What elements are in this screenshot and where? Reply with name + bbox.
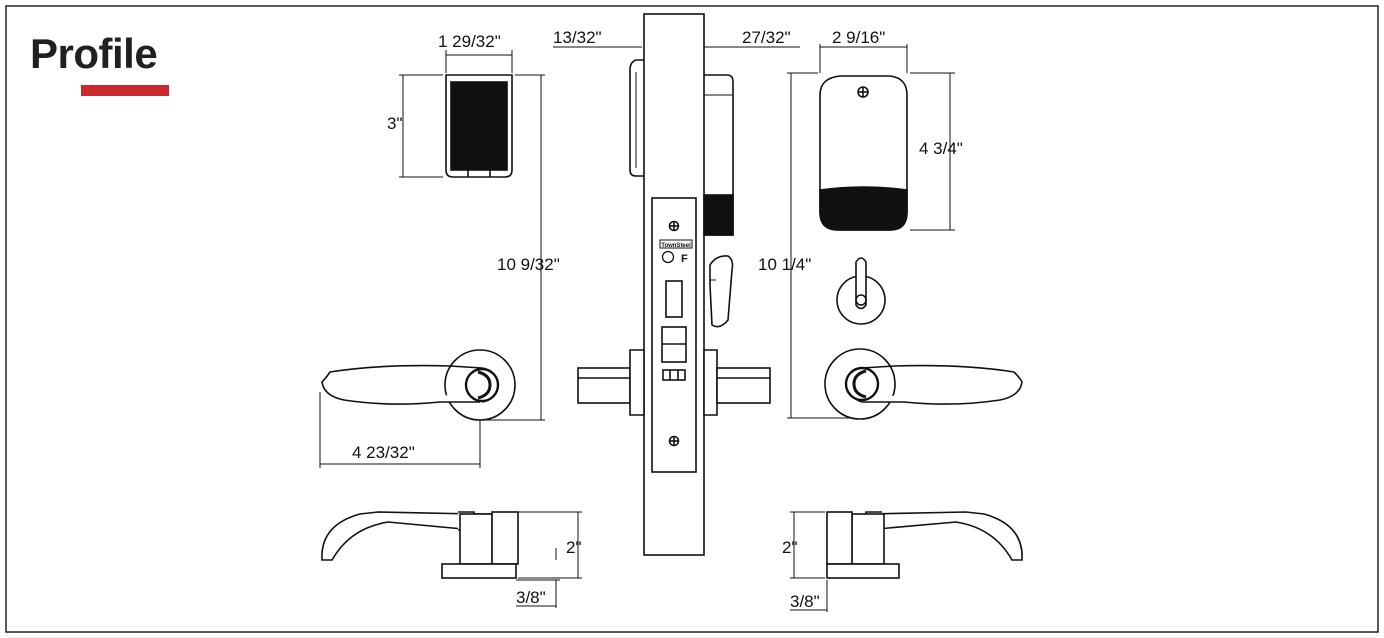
dim-reader-width: 2 9/16" bbox=[832, 28, 885, 47]
card-reader-front-view bbox=[819, 75, 908, 231]
dim-lever-projection-right: 2" bbox=[782, 538, 798, 557]
lever-left-front bbox=[321, 349, 516, 421]
lever-right-side-view bbox=[826, 511, 1023, 579]
dim-backset-left: 13/32" bbox=[553, 28, 602, 47]
thumb-turn bbox=[836, 257, 886, 325]
page-title: Profile bbox=[30, 30, 158, 77]
dim-backset-right: 27/32" bbox=[742, 28, 791, 47]
fire-mark: F bbox=[681, 253, 688, 265]
dim-keypad-height: 3" bbox=[387, 114, 403, 133]
dim-keypad-width: 1 29/32" bbox=[438, 32, 501, 51]
dim-lever-projection-left: 2" bbox=[566, 538, 582, 557]
dim-reader-height: 4 3/4" bbox=[919, 139, 963, 158]
keypad-front-view bbox=[445, 74, 513, 178]
lock-side-profile bbox=[577, 59, 771, 416]
lever-left-side-view bbox=[321, 511, 519, 579]
dim-rose-thickness-right: 3/8" bbox=[790, 592, 820, 611]
lever-right-front bbox=[824, 348, 1023, 420]
dim-overall-height-right: 10 1/4" bbox=[758, 255, 811, 274]
brand-label: TownSteel bbox=[661, 243, 691, 249]
drawing-border bbox=[5, 5, 1379, 633]
dim-rose-thickness-left: 3/8" bbox=[516, 588, 546, 607]
mortise-faceplate bbox=[643, 13, 705, 556]
title-underline bbox=[81, 85, 169, 96]
dim-lever-length: 4 23/32" bbox=[352, 443, 415, 462]
dim-overall-height-left: 10 9/32" bbox=[497, 255, 560, 274]
